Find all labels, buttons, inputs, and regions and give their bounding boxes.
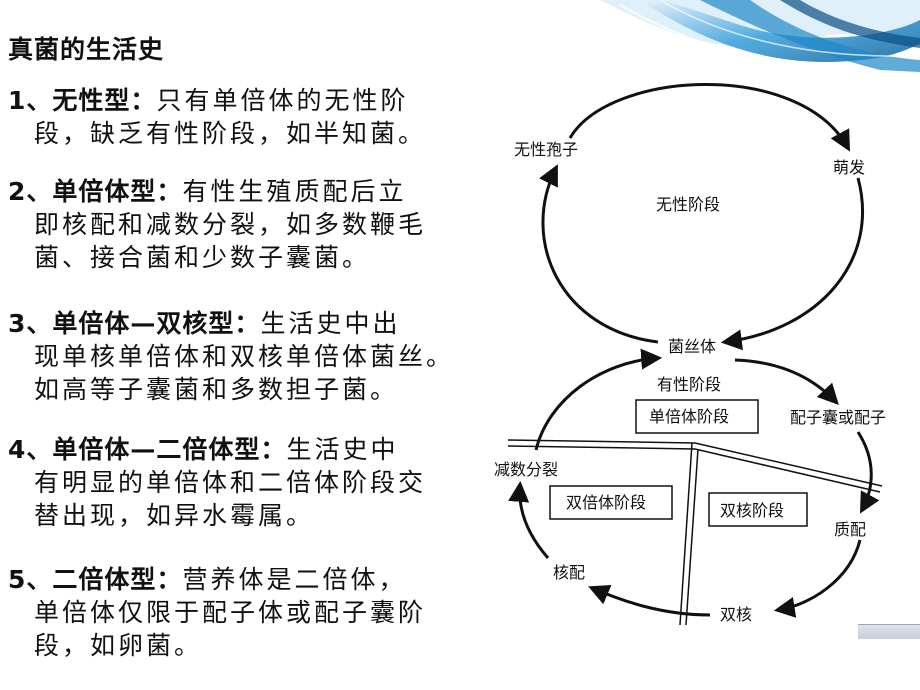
item-text: 生活史中 (286, 435, 399, 464)
arrow-mycelium-to-gametangium (734, 358, 839, 406)
list-item-2: 2、单倍体型：有性生殖质配后立 即核配和减数分裂，如多数鞭毛 菌、接合菌和少数子… (8, 175, 486, 274)
item-text: 即核配和减数分裂，如多数鞭毛 (34, 210, 427, 239)
item-type-label: 3、单倍体—双核型： (8, 309, 261, 338)
label-diploid-stage: 双倍体阶段 (566, 493, 646, 512)
list-item-5: 5、二倍体型：营养体是二倍体， 单倍体仅限于配子体或配子囊阶 段，如卵菌。 (8, 563, 486, 662)
label-gametangium: 配子囊或配子 (790, 408, 886, 427)
item-text: 现单核单倍体和双核单倍体菌丝。 (34, 342, 455, 371)
item-type-label: 4、单倍体—二倍体型： (8, 435, 287, 464)
label-plasmogamy: 质配 (834, 520, 866, 539)
item-text: 段，缺乏有性阶段，如半知菌。 (34, 119, 427, 148)
arrow-plasmogamy-to-dikaryon (773, 539, 862, 618)
diagram-caption-strip (858, 624, 920, 639)
arrow-germination-to-mycelium (720, 177, 864, 351)
haploid-stage-box (635, 399, 759, 434)
item-type-label: 2、单倍体型： (8, 177, 183, 206)
arrow-mycelium-to-spore (539, 164, 659, 344)
list-item-4: 4、单倍体—二倍体型：生活史中 有明显的单倍体和二倍体阶段交 替出现，如异水霉属… (8, 433, 486, 532)
item-text: 如高等子囊菌和多数担子菌。 (34, 375, 399, 404)
item-text: 生活史中出 (260, 309, 401, 338)
list-item-1: 1、无性型：只有单倍体的无性阶 段，缺乏有性阶段，如半知菌。 (8, 84, 486, 150)
item-text: 单倍体仅限于配子体或配子囊阶 (34, 598, 427, 627)
diploid-stage-box (549, 485, 673, 520)
label-mycelium: 菌丝体 (668, 337, 716, 356)
label-germination: 萌发 (833, 158, 865, 177)
item-text: 有明显的单倍体和二倍体阶段交 (34, 468, 427, 497)
item-text: 营养体是二倍体， (182, 565, 407, 594)
label-dikaryon-stage: 双核阶段 (720, 501, 784, 520)
arrow-karyogamy-to-meiosis (508, 480, 550, 559)
list-item-3: 3、单倍体—双核型：生活史中出 现单核单倍体和双核单倍体菌丝。 如高等子囊菌和多… (8, 307, 486, 406)
item-text: 段，如卵菌。 (34, 631, 203, 660)
arrow-meiosis-to-mycelium (534, 348, 663, 451)
label-dikaryon: 双核 (720, 605, 752, 624)
item-text: 替出现，如异水霉属。 (34, 501, 315, 530)
item-text: 只有单倍体的无性阶 (156, 86, 409, 115)
label-haploid-stage: 单倍体阶段 (649, 407, 729, 426)
page-title: 真菌的生活史 (8, 35, 165, 64)
item-type-label: 1、无性型： (8, 86, 157, 115)
label-meiosis: 减数分裂 (494, 460, 558, 479)
dikaryon-stage-box (708, 492, 808, 527)
arrow-gametangium-to-plasmogamy (856, 431, 880, 514)
label-asexual-stage: 无性阶段 (656, 195, 720, 214)
arrow-dikaryon-to-karyogamy (588, 584, 711, 617)
label-asexual-spore: 无性孢子 (514, 140, 578, 159)
label-karyogamy: 核配 (553, 563, 585, 582)
item-text: 菌、接合菌和少数子囊菌。 (34, 243, 371, 272)
item-text: 有性生殖质配后立 (182, 177, 407, 206)
label-sexual-stage: 有性阶段 (657, 375, 721, 394)
arrow-spore-to-germination (568, 83, 851, 152)
item-type-label: 5、二倍体型： (8, 565, 183, 594)
life-cycle-diagram: 无性孢子 萌发 无性阶段 菌丝体 有性阶段 单倍体阶段 配子囊或配子 减数分裂 … (494, 83, 886, 626)
